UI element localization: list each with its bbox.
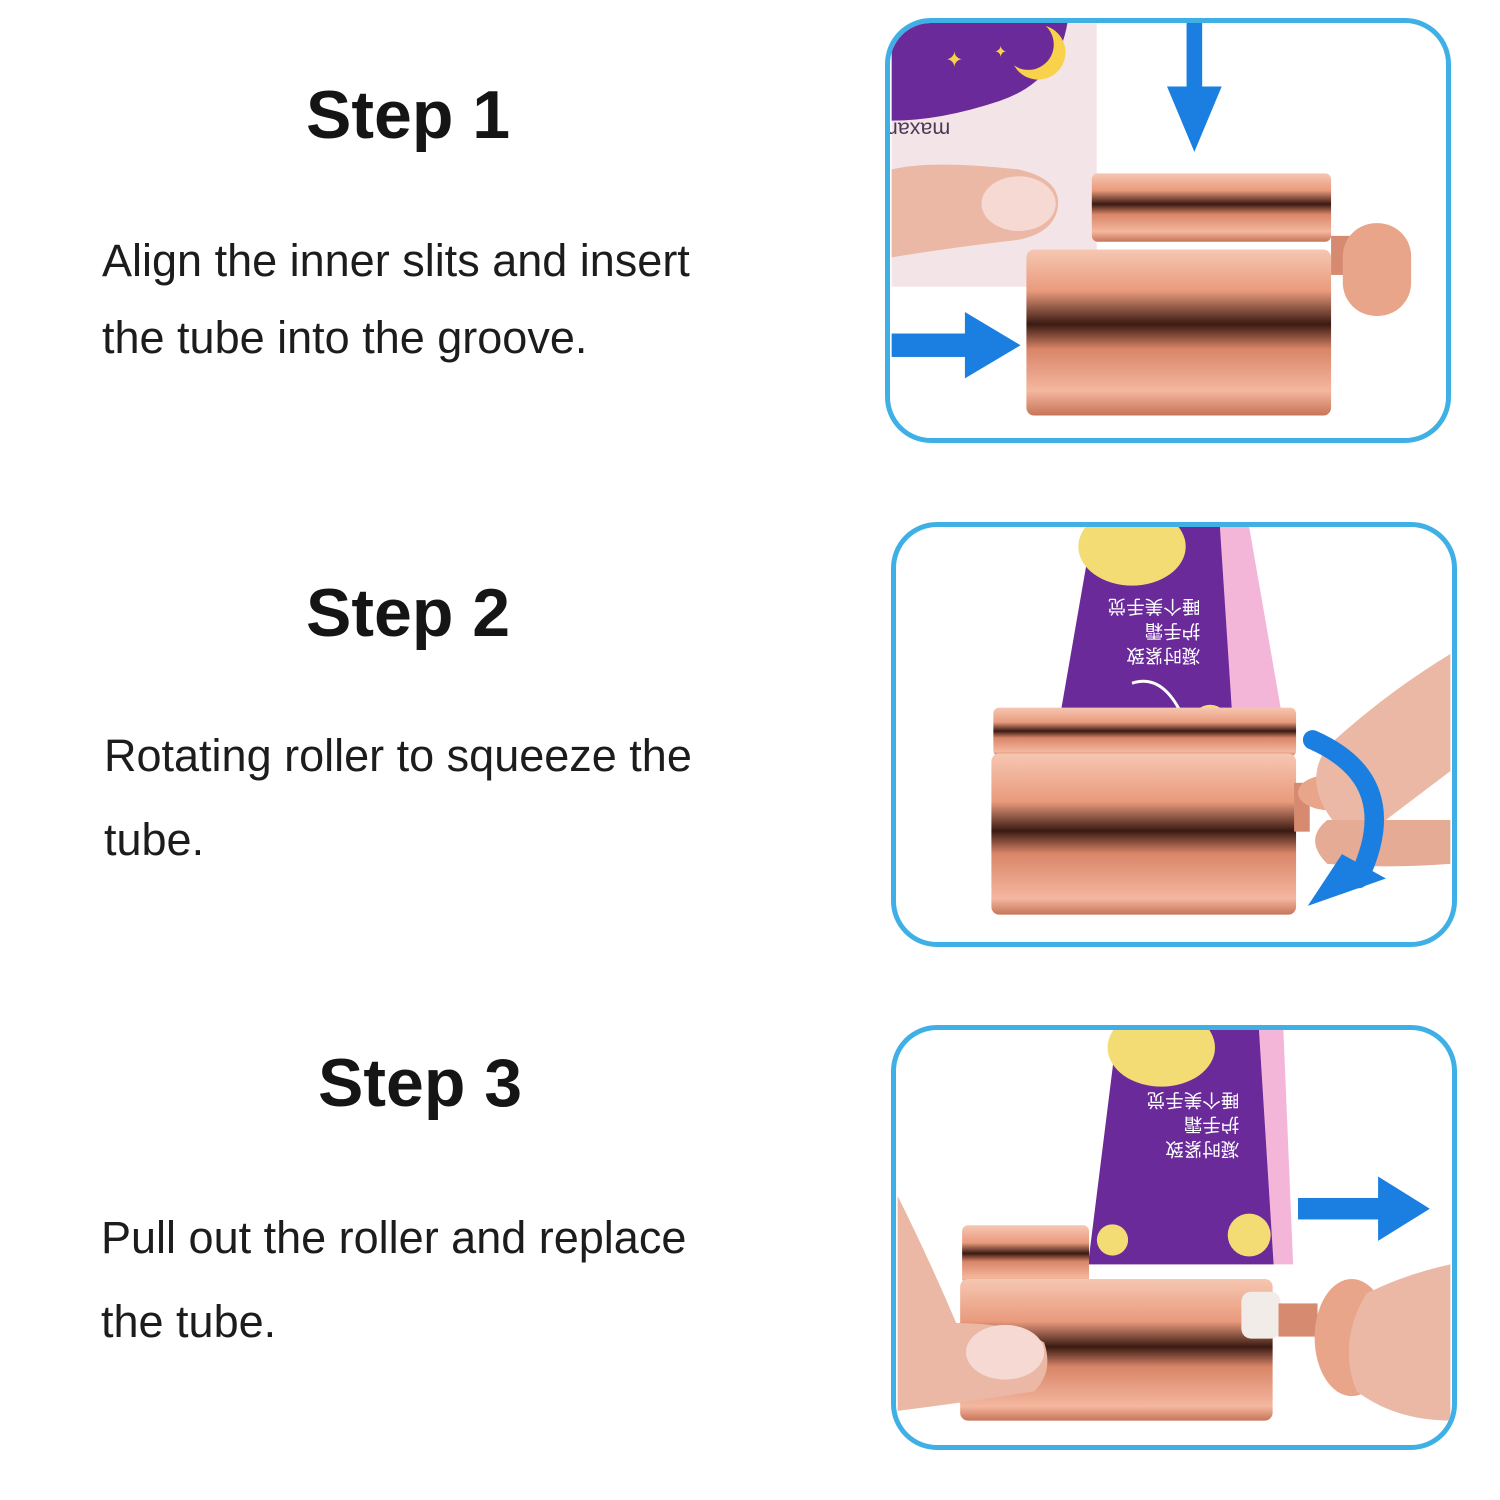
step-1-title: Step 1 (306, 77, 511, 153)
roller-body (991, 753, 1297, 915)
tube-text-line: 护手霜 (1184, 1113, 1240, 1134)
hand-drawing (1131, 679, 1183, 714)
roller-body (1026, 249, 1332, 416)
tube-text: 凝时紧致 护手霜 睡个美手觉 (1108, 595, 1201, 665)
rotate-arrow-icon (1302, 730, 1384, 889)
step-3-line-1: Pull out the roller and replace (101, 1212, 687, 1263)
tube-text: 凝时紧致 护手霜 睡个美手觉 (1147, 1088, 1240, 1158)
tube-body (1053, 527, 1235, 752)
step-3-description: Pull out the roller and replace the tube… (101, 1196, 686, 1364)
tube-text-line: 睡个美手觉 (1108, 595, 1201, 616)
step-3-line-2: the tube. (101, 1296, 277, 1347)
tube-text-line: 护手霜 (1145, 620, 1201, 641)
rotate-arrow-head (1307, 854, 1386, 906)
star-icon: ✦ (945, 48, 963, 72)
tube-text-line: 凝时紧致 (1165, 1137, 1239, 1158)
roller-knob (1342, 223, 1412, 316)
tube-text-line: 睡个美手觉 (1147, 1088, 1240, 1109)
step-1-line-2: the tube into the groove. (102, 312, 588, 363)
tube-character (1078, 527, 1186, 586)
star-icon: ✦ (994, 44, 1007, 61)
roller-cap (1241, 1291, 1281, 1339)
roller-top (962, 1225, 1090, 1284)
step-2-line-1: Rotating roller to squeeze the (104, 730, 692, 781)
hand (1316, 653, 1451, 830)
tube-text-line: 凝时紧致 (1126, 644, 1200, 665)
step-2-illustration: 凝时紧致 护手霜 睡个美手觉 (991, 527, 1451, 915)
step-3-title: Step 3 (318, 1045, 523, 1121)
step-1-line-1: Align the inner slits and insert (102, 235, 690, 286)
fingernail (981, 176, 1056, 231)
tube-body (1088, 1030, 1274, 1265)
step-1-photo: ✦ ✦ maxam (885, 18, 1451, 443)
roller-top (1091, 173, 1332, 242)
arrow-right-icon (1298, 1176, 1430, 1241)
tube-brand-label: maxam (890, 118, 950, 142)
tube-character (1107, 1030, 1215, 1087)
step-2-photo: 凝时紧致 护手霜 睡个美手觉 (891, 522, 1457, 947)
roller-axle (1278, 1303, 1318, 1337)
step-1-description: Align the inner slits and insert the tub… (102, 222, 690, 376)
arrow-right-icon (891, 312, 1021, 379)
arrow-down-icon (1167, 23, 1222, 152)
step-2-line-2: tube. (104, 814, 205, 865)
fingernail (966, 1324, 1045, 1380)
thumb (1315, 819, 1451, 867)
right-hand (1348, 1264, 1451, 1421)
step-3-photo: 凝时紧致 护手霜 睡个美手觉 (891, 1025, 1457, 1450)
step-1-illustration: ✦ ✦ maxam (890, 23, 1412, 416)
flower-icon (1227, 1213, 1271, 1257)
roller-top (993, 707, 1297, 757)
step-2-title: Step 2 (306, 575, 511, 651)
step-2-description: Rotating roller to squeeze the tube. (104, 714, 692, 882)
step-3-illustration: 凝时紧致 护手霜 睡个美手觉 (897, 1030, 1451, 1421)
cup-icon (1096, 1224, 1129, 1256)
